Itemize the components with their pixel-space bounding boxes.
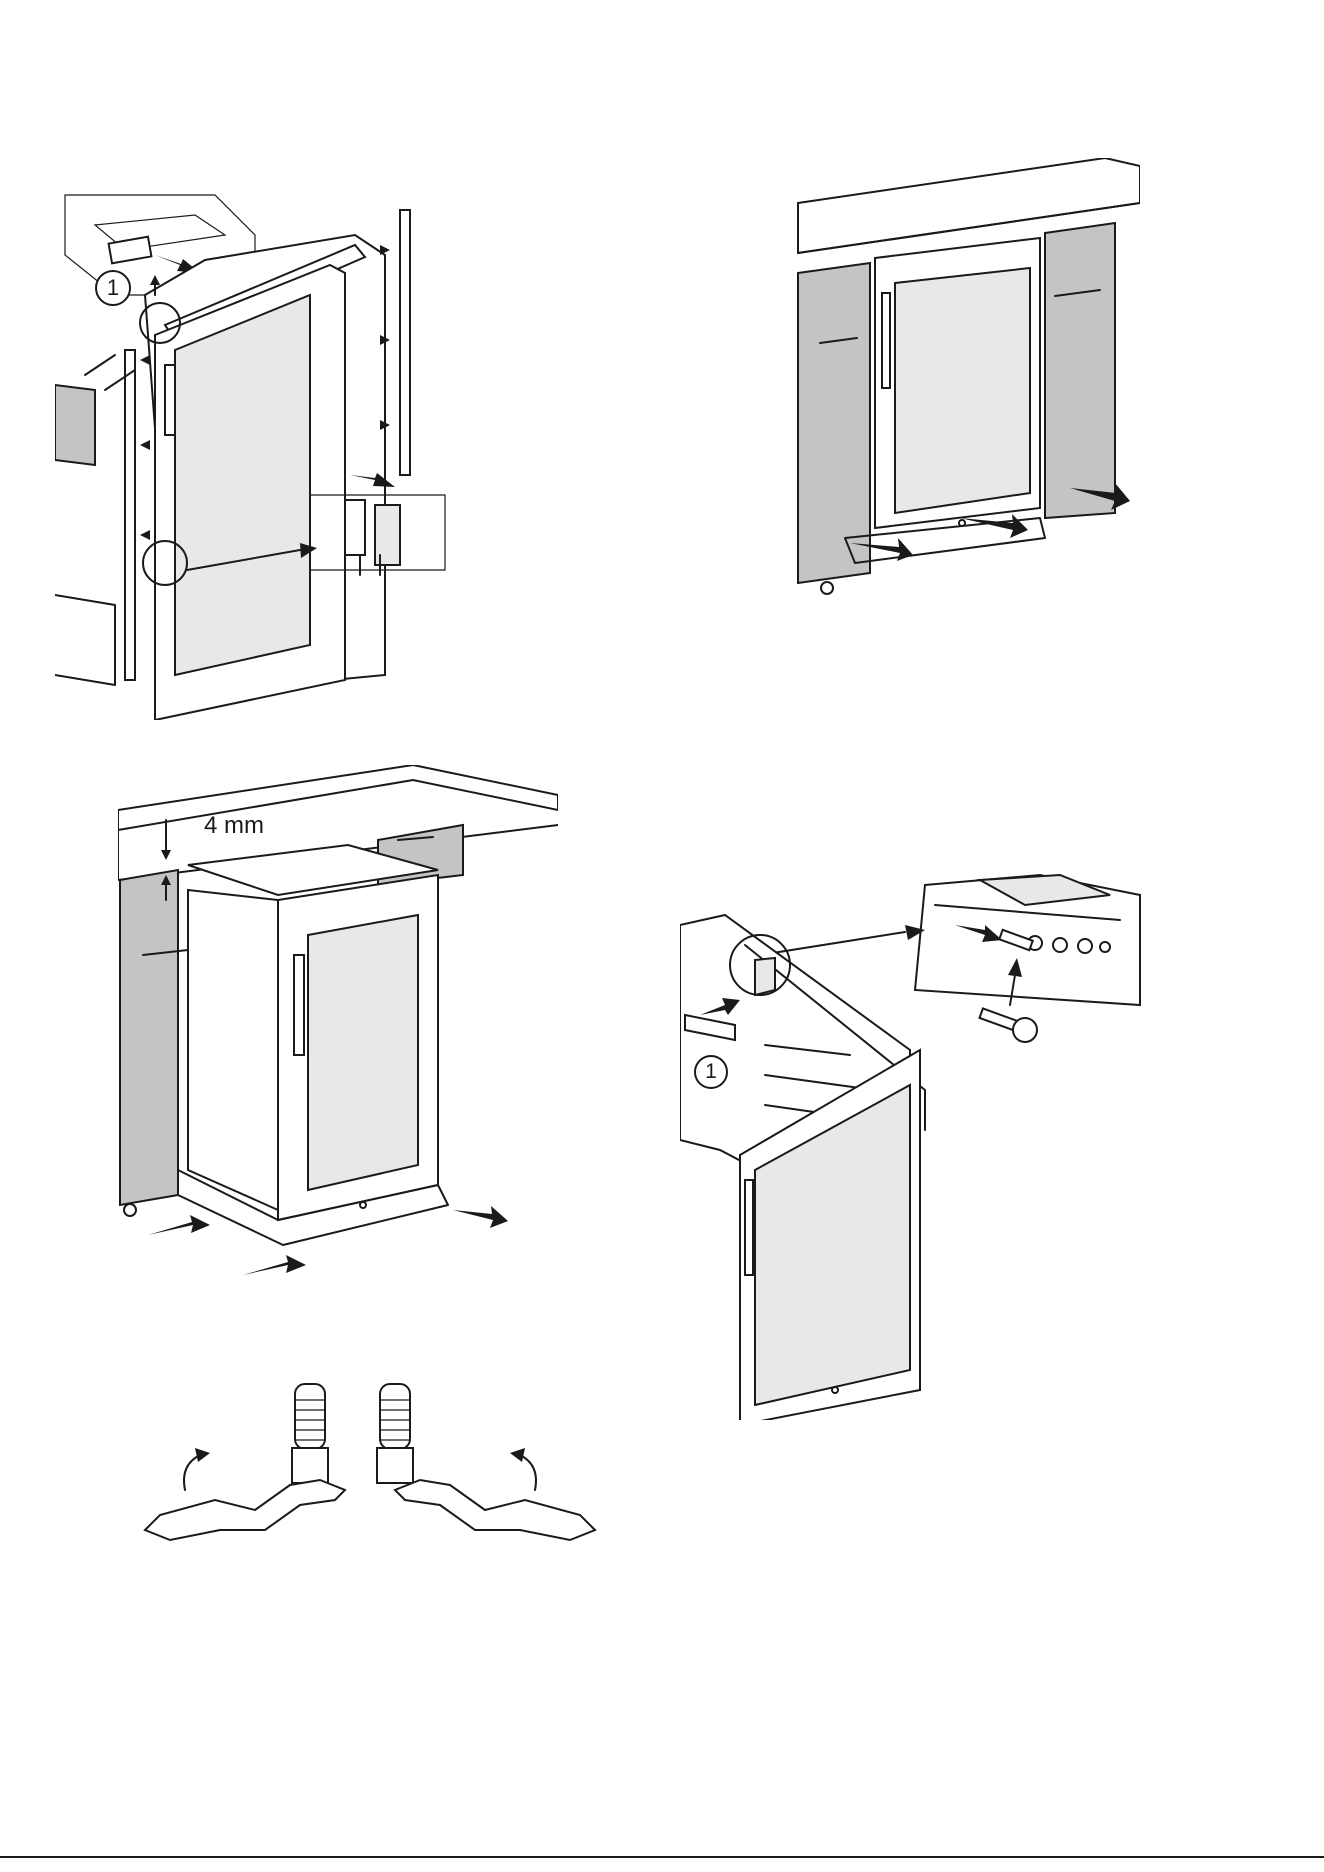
figure-gap-4mm: 4 mm [118,765,558,1305]
side-strip [400,210,410,475]
footer-rule [0,1856,1324,1858]
gap-label: 4 mm [204,812,264,840]
wrench-left [145,1480,345,1540]
figure-fix-screws: 1 [680,850,1145,1420]
figure-adjust-feet [140,1380,600,1550]
callout-number-1: 1 [694,1055,728,1089]
right-cabinet [1045,223,1115,518]
figure-push-into-niche [795,158,1140,600]
wrench-right [395,1480,595,1540]
callout-number-1: 1 [95,270,131,306]
cover-panel [109,237,152,264]
appliance-side [188,890,278,1210]
foot-right [380,1384,410,1449]
left-cabinet [120,870,178,1205]
figure-side-strip-install: 1 [55,175,545,720]
foot-left [295,1384,325,1449]
countertop [118,765,558,830]
door-glass [175,295,310,675]
left-cabinet [798,263,870,583]
